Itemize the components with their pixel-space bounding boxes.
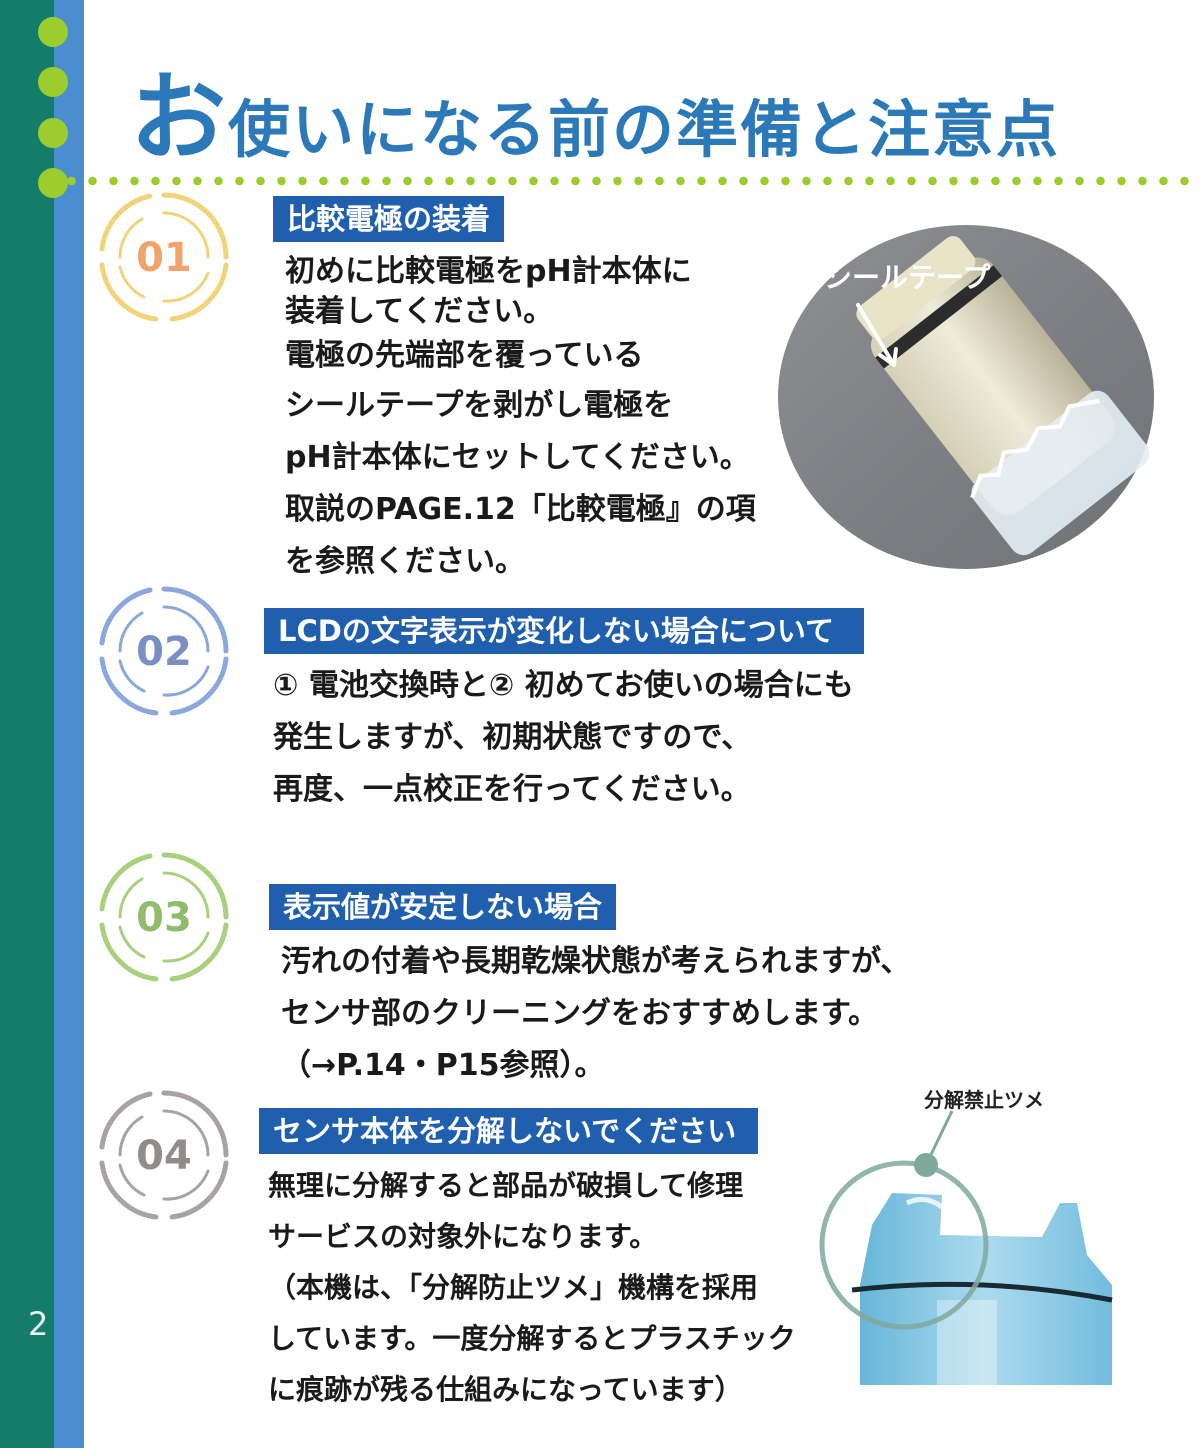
section-body-03: 汚れの付着や長期乾燥状態が考えられますが、 センサ部のクリーニングをおすすめしま… <box>281 936 910 1092</box>
section-body-01: 初めに比較電極をpH計本体に 装着してください。 電極の先端部を覆っている シー… <box>285 252 756 588</box>
body-line: しています。一度分解するとプラスチック <box>268 1322 796 1355</box>
body-line: 装着してください。 <box>285 294 554 329</box>
section-number: 04 <box>136 1133 192 1179</box>
seal-tape-label: シールテープ <box>824 261 991 294</box>
body-line: （本機は、「分解防止ツメ」機構を採用 <box>268 1271 759 1304</box>
title-first-char: お <box>130 62 228 174</box>
section-heading-01: 比較電極の装着 <box>273 196 505 242</box>
electrode-seal-tape-photo: シールテープ <box>778 225 1154 569</box>
decor-dot <box>38 67 68 97</box>
claw-label: 分解禁止ツメ <box>924 1088 1044 1112</box>
arrow-icon <box>856 303 898 367</box>
section-heading-04: センサ本体を分解しないでください <box>259 1108 759 1154</box>
left-blue-band <box>54 0 84 1448</box>
section-heading-03: 表示値が安定しない場合 <box>269 884 617 930</box>
sensor-claw-photo: 分解禁止ツメ <box>819 1088 1113 1385</box>
body-line: 発生しますが、初期状態ですので、 <box>273 720 752 755</box>
body-line: 再度、一点校正を行ってください。 <box>273 772 751 807</box>
left-green-band <box>0 0 54 1448</box>
decor-dot <box>38 17 68 47</box>
body-line: サービスの対象外になります。 <box>268 1220 658 1253</box>
page-number: 2 <box>28 1305 49 1343</box>
section-number: 01 <box>136 235 192 281</box>
section-body-02: ① 電池交換時と② 初めてお使いの場合にも 発生しますが、初期状態ですので、 再… <box>273 660 854 816</box>
body-line: センサ部のクリーニングをおすすめします。 <box>281 996 878 1031</box>
body-line: ① 電池交換時と② 初めてお使いの場合にも <box>273 668 854 703</box>
body-line: 無理に分解すると部品が破損して修理 <box>268 1169 744 1202</box>
section-badge-03: 03 <box>99 852 229 982</box>
section-heading-02: LCDの文字表示が変化しない場合について <box>264 608 864 654</box>
body-line: に痕跡が残る仕組みになっています） <box>268 1373 743 1406</box>
title-rest: 使いになる前の準備と注意点 <box>228 93 1061 166</box>
section-body-04: 無理に分解すると部品が破損して修理 サービスの対象外になります。 （本機は、「分… <box>268 1160 796 1415</box>
body-line: 汚れの付着や長期乾燥状態が考えられますが、 <box>281 944 911 979</box>
body-line: pH計本体にセットしてください。 <box>285 440 750 475</box>
section-badge-04: 04 <box>99 1090 229 1220</box>
section-number: 02 <box>136 629 192 675</box>
body-line: 初めに比較電極をpH計本体に <box>285 254 692 289</box>
dotted-divider <box>40 176 1200 186</box>
decor-dot <box>38 118 68 148</box>
page-title: お使いになる前の準備と注意点 <box>130 40 1060 179</box>
section-badge-01: 01 <box>99 192 229 322</box>
body-line: 取説のPAGE.12「比較電極』の項 <box>285 492 756 527</box>
section-badge-02: 02 <box>99 586 229 716</box>
body-line: シールテープを剥がし電極を <box>285 388 674 423</box>
section-number: 03 <box>136 895 192 941</box>
body-line: を参照ください。 <box>285 544 525 579</box>
body-line: 電極の先端部を覆っている <box>285 338 644 373</box>
body-line: （→P.14・P15参照）。 <box>281 1048 605 1083</box>
